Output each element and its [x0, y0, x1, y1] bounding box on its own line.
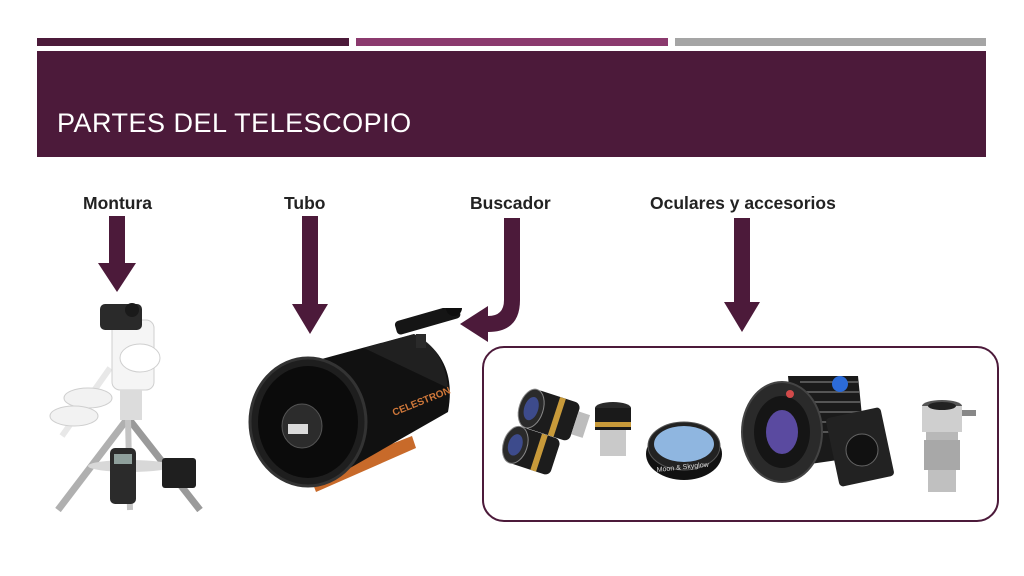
eyepieces-illustration: [501, 388, 590, 475]
label-buscador: Buscador: [470, 193, 551, 213]
telescope-tube-illustration: CELESTRON: [248, 308, 462, 492]
arrow-down-tubo-icon: [292, 216, 328, 334]
label-oculares: Oculares y accesorios: [650, 193, 836, 213]
small-eyepiece-illustration: [595, 402, 631, 456]
moon-filter-illustration: Moon & Skyglow: [646, 421, 722, 480]
arrow-down-oculares-icon: [724, 218, 760, 332]
barlow-lens-illustration: [922, 400, 976, 492]
arrow-bent-buscador-icon: [460, 218, 520, 342]
label-tubo: Tubo: [284, 193, 326, 213]
title-band: PARTES DEL TELESCOPIO: [37, 51, 986, 157]
label-montura: Montura: [83, 193, 153, 213]
telescope-mount-illustration: [49, 303, 203, 512]
top-accent-bar-gray: [675, 38, 986, 46]
top-accent-bar-dark: [37, 38, 349, 46]
accessories-box: [482, 346, 999, 522]
arrow-down-montura-icon: [98, 216, 136, 292]
slide-title: PARTES DEL TELESCOPIO: [57, 108, 412, 138]
top-accent-bar-magenta: [356, 38, 668, 46]
astro-camera-illustration: [741, 376, 894, 487]
